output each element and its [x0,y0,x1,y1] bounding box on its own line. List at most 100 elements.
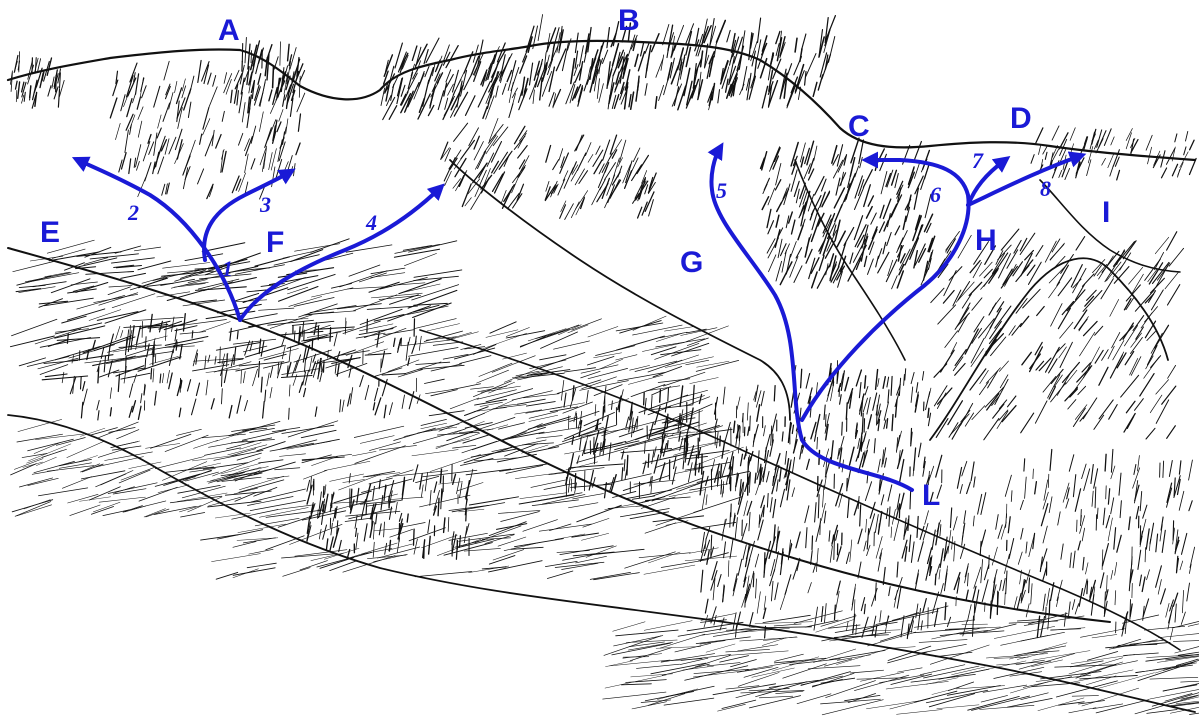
hatch-stroke [558,179,565,195]
hatch-stroke [414,539,417,554]
hatch-stroke [795,38,797,52]
hatch-stroke [619,140,625,162]
hatch-stroke [869,514,875,535]
hatch-stroke [846,552,849,563]
valley-floor-line [8,415,1195,712]
hatch-stroke [13,262,54,272]
hatch-stroke [953,517,957,530]
hatch-stroke [234,348,236,365]
hatch-stroke [1167,148,1175,164]
hatch-stroke [118,441,140,446]
hatch-stroke [701,614,735,621]
hatch-stroke [367,319,368,332]
hatch-stroke [896,400,898,417]
label-peak-d: D [1010,102,1032,135]
hatch-stroke [1108,346,1114,359]
hatch-stroke [231,90,232,102]
hatch-stroke [724,542,726,558]
hatch-stroke [151,369,152,379]
hatch-stroke [660,634,705,648]
hatch-stroke [28,444,71,461]
hatch-stroke [706,644,735,652]
hatch-stroke [718,90,720,103]
hatch-stroke [360,309,402,324]
hatch-stroke [339,540,342,551]
hatch-stroke [1013,262,1023,276]
hatch-stroke [614,636,663,646]
hatch-stroke [613,622,645,632]
hatch-stroke [371,268,405,274]
hatch-stroke [606,661,633,667]
hatch-stroke [116,326,120,339]
hatch-stroke [926,392,930,410]
hatch-stroke [572,319,602,330]
hatch-stroke [881,495,884,505]
hatch-stroke [997,662,1052,665]
hatch-stroke [707,550,709,564]
hatch-stroke [750,452,753,461]
hatch-stroke [1025,477,1027,498]
hatch-stroke [428,520,430,533]
hatch-stroke [384,55,392,76]
hatch-stroke [271,149,276,171]
hatch-stroke [1020,316,1028,326]
hatch-stroke [762,86,767,108]
hatch-stroke [771,426,772,445]
hatch-stroke [444,543,492,556]
label-face-f: F [266,226,284,259]
left-slope-line [8,248,1110,622]
hatch-stroke [198,61,201,83]
hatch-stroke [867,440,869,449]
hatch-stroke [125,130,128,153]
hatch-stroke [683,461,684,469]
hatch-stroke [905,369,906,380]
hatch-stroke [828,214,835,232]
hatch-stroke [775,654,804,661]
hatch-stroke [755,554,758,567]
hatch-stroke [1099,367,1108,385]
hatch-stroke [582,377,617,389]
hatch-stroke [619,429,643,437]
hatch-stroke [314,323,316,335]
hatch-stroke [544,483,575,489]
hatch-stroke [621,684,651,685]
hatch-stroke [141,394,142,403]
hatch-stroke [502,84,506,95]
hatch-stroke [957,467,961,488]
hatch-stroke [438,91,444,110]
hatch-stroke [610,660,671,666]
hatch-stroke [575,474,576,489]
hatch-stroke [19,478,52,487]
hatch-stroke [99,293,138,306]
hatch-stroke [965,329,978,354]
hatch-stroke [909,535,911,552]
hatch-stroke [752,668,795,677]
label-face-i: I [1102,196,1110,229]
hatch-stroke [18,419,62,431]
hatch-stroke [1077,366,1092,382]
hatch-stroke [389,403,392,415]
hatch-stroke [45,272,70,277]
hatch-stroke [993,298,1001,309]
hatch-stroke [607,28,610,48]
hatch-stroke [807,234,812,248]
hatch-stroke [259,308,294,310]
hatch-stroke [674,25,683,50]
hatch-stroke [797,694,831,704]
hatch-stroke [887,233,892,246]
hatch-stroke [528,417,570,430]
hatch-stroke [538,15,543,41]
hatch-stroke [382,374,405,375]
hatch-stroke [918,542,923,562]
hatch-stroke [938,305,956,324]
hatch-stroke [109,286,132,288]
hatch-stroke [919,640,967,643]
hatch-stroke [565,204,574,220]
hatch-stroke [1006,571,1007,594]
hatch-stroke [331,284,351,289]
hatch-stroke [661,350,701,355]
hatch-stroke [920,526,924,539]
hatch-stroke [374,528,401,531]
hatch-stroke [805,72,806,86]
hatch-stroke [914,448,916,470]
